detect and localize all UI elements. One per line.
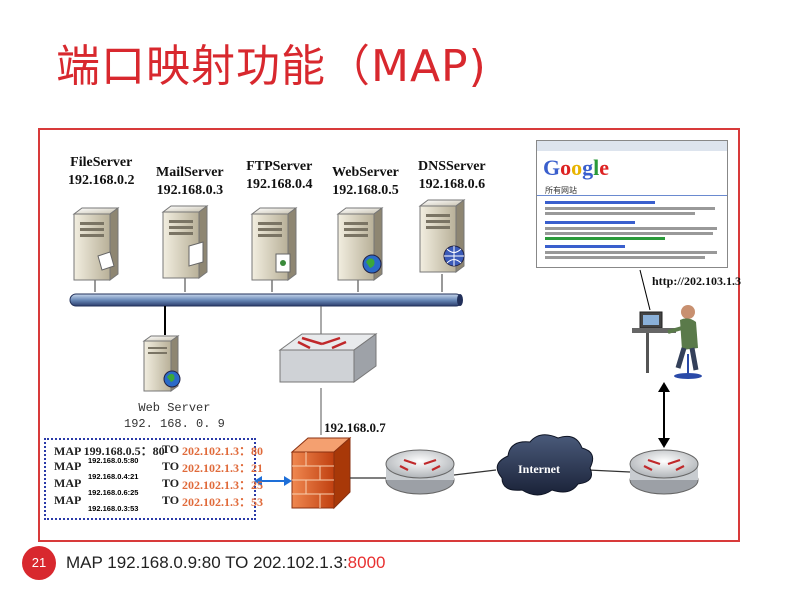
server-label-web: WebServer 192.168.0.5: [332, 164, 399, 200]
client-url-label: http://202.103.1.3: [652, 274, 742, 288]
web-server-9-label: Web Server 192. 168. 0. 9: [124, 400, 225, 432]
map-rule-row: MAP 199.168.0.5：80 TO 202.102.1.3：80: [54, 442, 263, 459]
user-at-computer-icon: [632, 305, 702, 379]
server-ip: 192.168.0.6: [418, 177, 486, 192]
browser-address-bar: [537, 141, 727, 151]
map-overlay-label: 192.168.0.6:25: [86, 488, 141, 497]
result-line: [545, 207, 715, 210]
server-name: FileServer: [70, 155, 133, 170]
ftp-server-icon: [250, 207, 298, 281]
router-internet-link: [453, 469, 497, 476]
slide-title: 端口映射功能（MAP): [56, 41, 487, 92]
firewall-ip-label: 192.168.0.7: [324, 420, 386, 435]
client-arrow-icon: [658, 382, 670, 448]
map-rule-right: 202.102.1.3：53: [182, 495, 264, 509]
server-label-ftp: FTPServer 192.168.0.4: [246, 158, 313, 194]
map-rule-to: TO: [162, 476, 180, 490]
server-ip: 192. 168. 0. 9: [124, 417, 225, 431]
result-line: [545, 227, 717, 230]
map-rule-to: TO: [162, 459, 180, 473]
result-line: [545, 221, 635, 224]
footer-port: 8000: [347, 553, 386, 572]
browser-window: Google 所有网站: [536, 140, 728, 268]
diagram-canvas: [69, 199, 702, 510]
server-drop-lines: [94, 274, 443, 292]
internet-label: Internet: [518, 462, 560, 476]
google-tab-label: 所有网站: [545, 186, 577, 195]
firewall-icon: [290, 436, 352, 510]
map-rule-row: MAP TO 202.102.1.3：53: [54, 493, 263, 509]
server-ip: 192.168.0.4: [246, 177, 313, 192]
mail-server-icon: [161, 205, 209, 279]
map-rule-row: MAP TO 202.102.1.3：25: [54, 476, 263, 492]
server-label-dns: DNSServer 192.168.0.6: [418, 158, 486, 194]
server-ip: 192.168.0.3: [156, 183, 224, 198]
web-server-icon: [336, 207, 384, 281]
map-overlay-label: 192.168.0.3:53: [86, 504, 141, 513]
server-label-mail: MailServer 192.168.0.3: [156, 164, 224, 200]
page-number-badge: 21: [22, 546, 56, 580]
web-server-9-icon: [142, 335, 181, 392]
map-rule-to: TO: [162, 493, 180, 507]
result-line: [545, 232, 713, 235]
dns-server-icon: [418, 199, 466, 273]
server-name: FTPServer: [246, 159, 313, 174]
result-line: [545, 237, 665, 240]
map-rule-left: MAP 199.168.0.5：80: [54, 444, 165, 458]
map-rule-right: 202.102.1.3：80: [182, 444, 264, 458]
server-name: MailServer: [156, 165, 224, 180]
network-bus: [69, 293, 463, 307]
google-logo: Google: [543, 155, 610, 180]
internet-router-link: [587, 469, 631, 473]
server-label-file: FileServer 192.168.0.2: [68, 154, 135, 190]
map-rule-row: MAP TO 202.102.1.3：21: [54, 459, 263, 475]
map-rule-to: TO: [162, 442, 180, 456]
map-rules-box: MAP 199.168.0.5：80 TO 202.102.1.3：80 MAP…: [44, 438, 263, 520]
map-arrow-icon: [254, 476, 292, 486]
server-name: Web Server: [138, 401, 211, 415]
map-rule-left: MAP: [54, 459, 82, 473]
result-line: [545, 201, 655, 204]
internet-cloud-icon: [496, 434, 594, 496]
map-rule-left: MAP: [54, 493, 82, 507]
map-rule-left: MAP: [54, 476, 82, 490]
divider: [537, 195, 727, 196]
result-line: [545, 256, 705, 259]
router-right-icon: [629, 449, 699, 495]
footer-caption: MAP 192.168.0.9:80 TO 202.102.1.3:8000: [66, 553, 386, 573]
result-line: [545, 251, 717, 254]
map-overlay-label: 192.168.0.4:21: [86, 472, 141, 481]
footer-text: MAP 192.168.0.9:80 TO 202.102.1.3:: [66, 553, 348, 572]
switch-icon: [278, 333, 378, 383]
server-name: WebServer: [332, 165, 399, 180]
result-line: [545, 212, 695, 215]
server-ip: 192.168.0.5: [332, 183, 399, 198]
map-rule-right: 202.102.1.3：25: [182, 478, 264, 492]
server-name: DNSServer: [418, 159, 486, 174]
map-rule-right: 202.102.1.3：21: [182, 461, 264, 475]
server-ip: 192.168.0.2: [68, 173, 135, 188]
network-diagram: FileServer 192.168.0.2 MailServer 192.16…: [38, 128, 742, 542]
map-overlay-label: 192.168.0.5:80: [86, 456, 141, 465]
browser-pointer-line: [639, 269, 651, 311]
file-server-icon: [72, 207, 120, 281]
router-left-icon: [385, 449, 455, 495]
result-line: [545, 245, 625, 248]
